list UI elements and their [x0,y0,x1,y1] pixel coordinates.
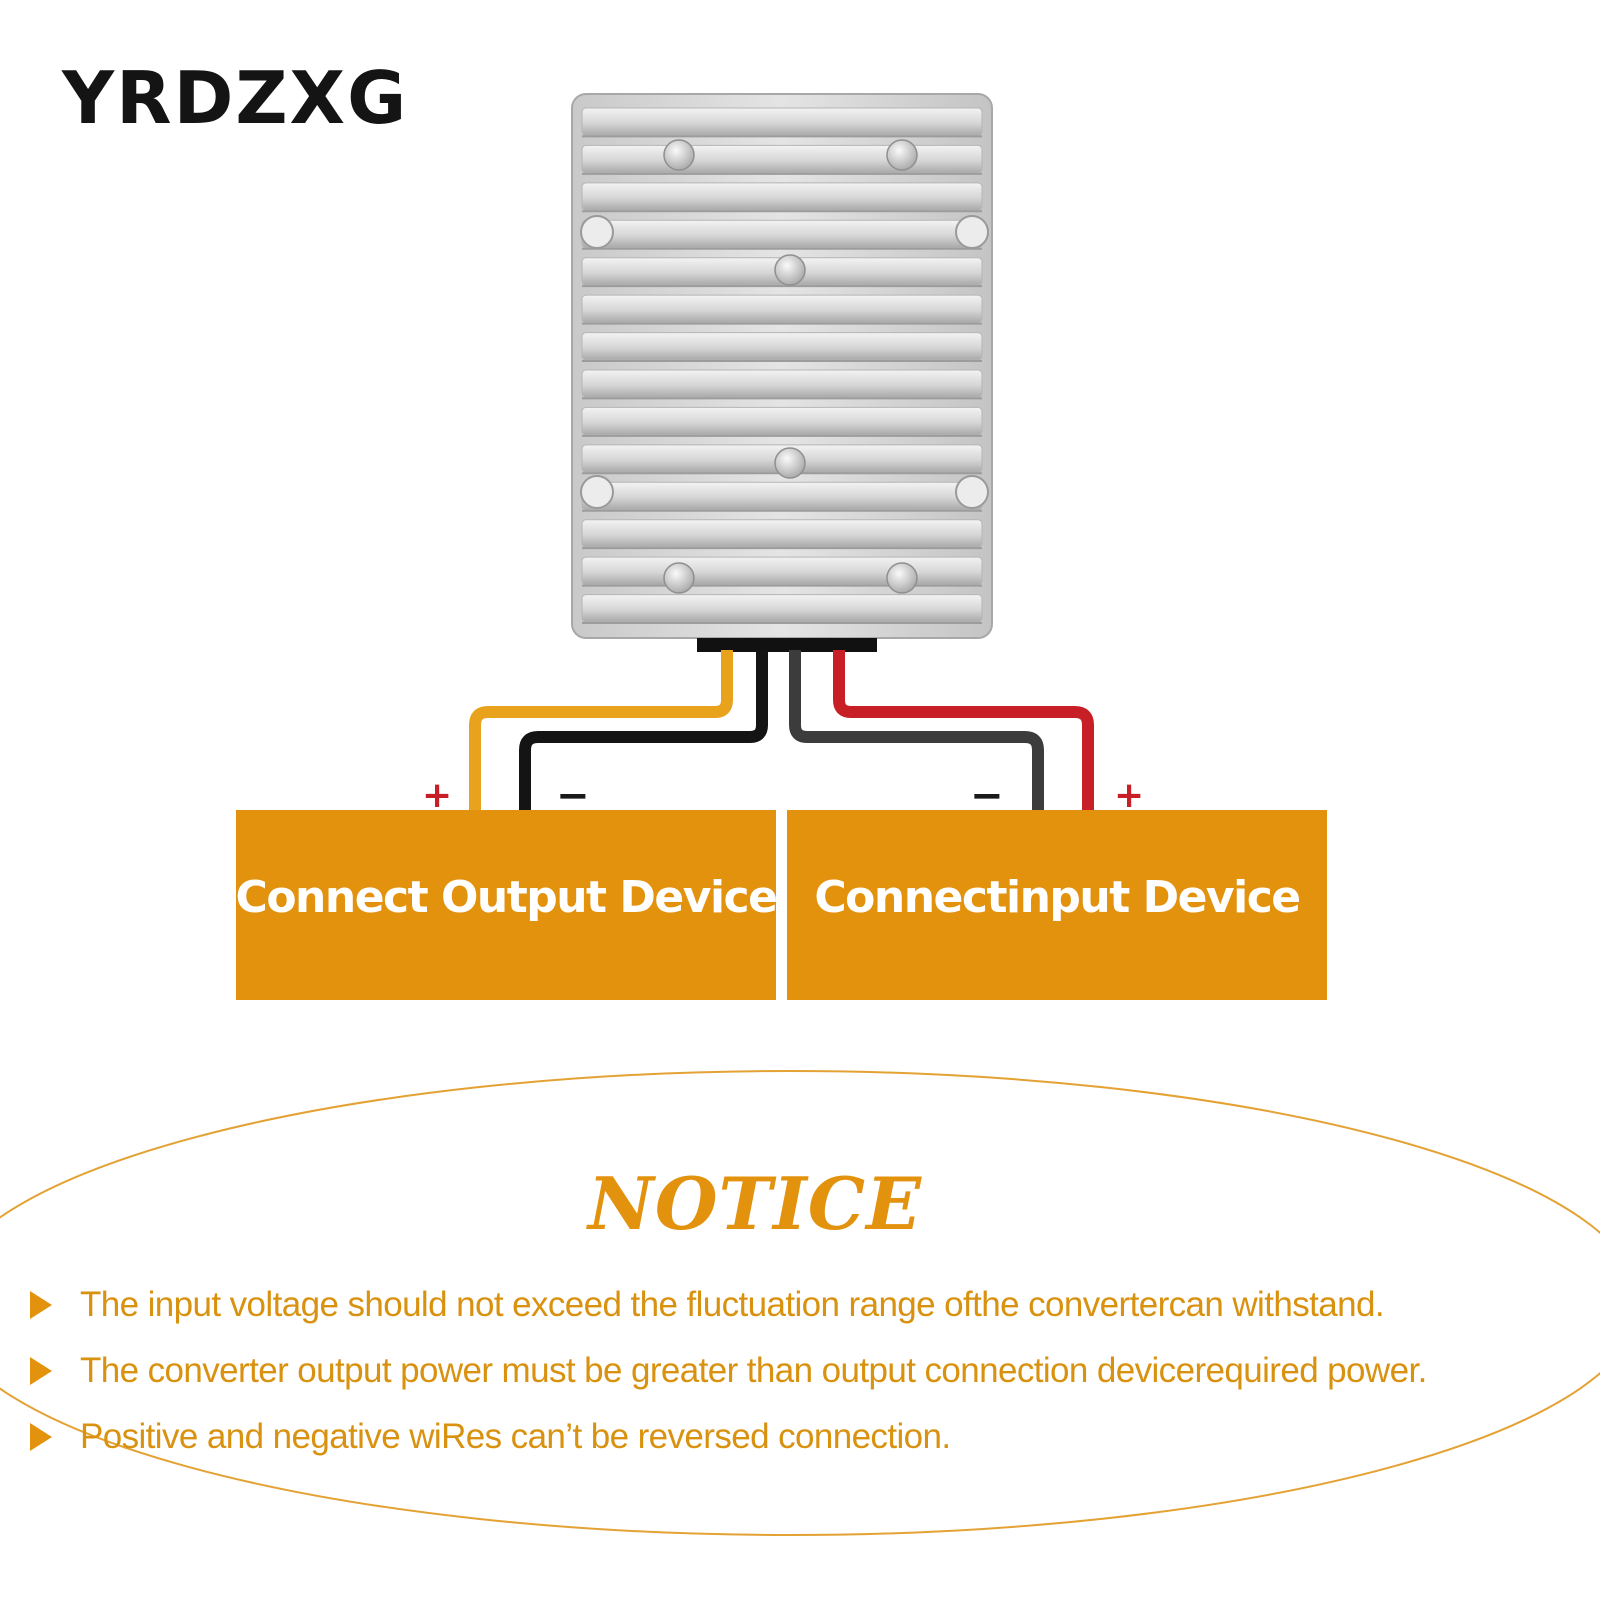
cooling-fin [581,219,983,249]
cooling-fin [581,406,983,436]
notice-item-text: Positive and negative wiRes can’t be rev… [80,1417,951,1456]
notice-item: The input voltage should not exceed the … [30,1272,1590,1338]
input-minus-sign: − [970,773,1004,819]
output-minus-sign: − [556,773,590,819]
wire-input-negative [789,650,1044,812]
cooling-fin [581,519,983,548]
cooling-fin [581,481,983,511]
triangle-bullet-icon [30,1291,52,1319]
wire-input-positive [833,650,1094,812]
cooling-fin [581,182,983,211]
notice-title: NOTICE [588,1161,922,1246]
notice-list: The input voltage should not exceed the … [30,1272,1590,1470]
cable-gland [697,638,877,652]
input-device-box: Connectinput Device [787,810,1327,1000]
triangle-bullet-icon [30,1357,52,1385]
cooling-fin [581,594,983,623]
notice-item: Positive and negative wiRes can’t be rev… [30,1404,1590,1470]
output-device-label: Connect Output Device [235,872,778,923]
notice-item-text: The converter output power must be great… [80,1351,1427,1390]
cooling-fin [581,556,983,586]
brand-logo: YRDZXG [62,56,409,140]
housing-screws [663,139,918,594]
cooling-fin [581,332,983,361]
notice-ellipse [0,1070,1600,1536]
cooling-fin [581,369,983,398]
converter-housing [571,93,993,652]
cooling-fin [581,144,983,174]
wire-output-negative [519,650,768,812]
output-plus-sign: + [422,775,453,816]
wire-output-positive [469,650,733,812]
cooling-fin [581,294,983,324]
input-plus-sign: + [1114,775,1145,816]
notice-item: The converter output power must be great… [30,1338,1590,1404]
triangle-bullet-icon [30,1423,52,1451]
output-device-box: Connect Output Device [235,810,778,1000]
input-device-label: Connectinput Device [814,872,1301,923]
cooling-fin [581,107,983,136]
side-mounting-holes [580,215,989,509]
notice-item-text: The input voltage should not exceed the … [80,1285,1385,1324]
